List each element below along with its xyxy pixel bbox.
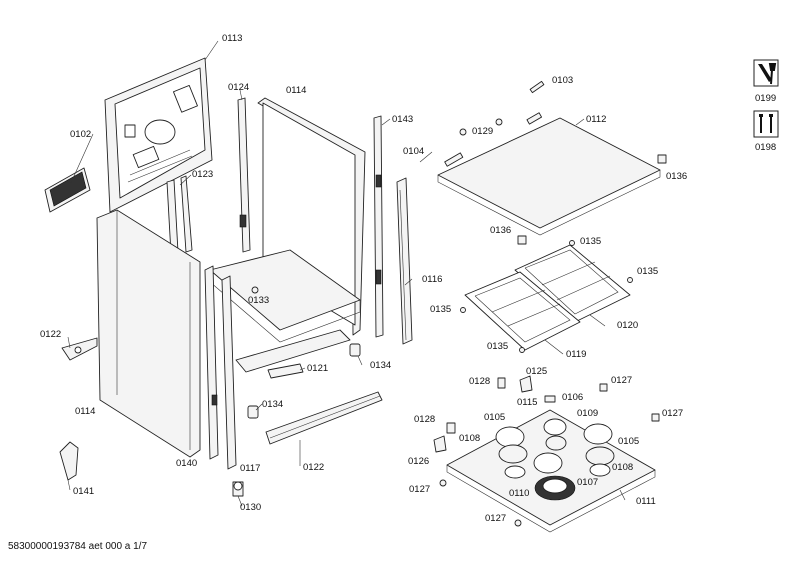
label-0102: 0102 [70, 129, 91, 140]
label-0127-d: 0127 [485, 513, 506, 524]
clip-0136b [517, 235, 527, 245]
side-panel-0114-front [96, 209, 201, 458]
label-0122-left: 0122 [40, 329, 61, 340]
knob-parts [433, 375, 660, 527]
label-0133: 0133 [248, 295, 269, 306]
label-0135-c: 0135 [430, 304, 451, 315]
rail-0121 [267, 363, 304, 379]
label-0199: 0199 [755, 93, 776, 104]
label-0108-b: 0108 [612, 462, 633, 473]
screw-0129a [459, 128, 467, 136]
label-0114-front: 0114 [75, 406, 95, 417]
label-0111: 0111 [636, 496, 656, 507]
label-0135-d: 0135 [487, 341, 508, 352]
hinge-0103 [526, 112, 543, 125]
rail-0123 [166, 175, 193, 255]
part-labels: 0113 0102 0124 0114 0123 0143 0104 0103 … [40, 33, 687, 524]
bracket-0122-right [265, 391, 383, 445]
vent-grille-0102 [44, 167, 91, 213]
label-0128-b: 0128 [414, 414, 435, 425]
label-0124: 0124 [228, 82, 249, 93]
label-0198: 0198 [755, 142, 776, 153]
label-0127-c: 0127 [409, 484, 430, 495]
label-0112: 0112 [586, 114, 606, 125]
top-cover-0112 [437, 117, 661, 236]
label-0135-a: 0135 [580, 236, 601, 247]
hinge-0103b [529, 80, 545, 94]
label-0140: 0140 [176, 458, 197, 469]
label-0104: 0104 [403, 146, 424, 157]
label-0119: 0119 [566, 349, 586, 360]
clip-0136a [657, 154, 667, 164]
side-strip-0116 [396, 177, 413, 345]
document-footer: 58300000193784 aet 000 a 1/7 [8, 541, 148, 552]
label-0105-b: 0105 [618, 436, 639, 447]
label-0136-b: 0136 [490, 225, 511, 236]
label-0129: 0129 [472, 126, 493, 137]
label-0128-a: 0128 [469, 376, 490, 387]
label-0106: 0106 [562, 392, 583, 403]
clip-0134-b [247, 405, 259, 419]
label-0116: 0116 [422, 274, 442, 285]
label-0109: 0109 [577, 408, 598, 419]
label-0127-b: 0127 [662, 408, 683, 419]
screw-0135d [519, 347, 525, 353]
bracket-0141 [59, 441, 79, 481]
label-0105-a: 0105 [484, 412, 505, 423]
label-0136-a: 0136 [666, 171, 687, 182]
front-strips [204, 265, 237, 470]
screws-icon [753, 110, 779, 138]
screw-0129b [495, 118, 503, 126]
label-0114-rear: 0114 [286, 85, 306, 96]
rail-0124 [237, 97, 251, 253]
burners [495, 418, 615, 501]
label-0123: 0123 [192, 169, 213, 180]
wrench-screwdriver-icon [753, 59, 779, 87]
label-0126: 0126 [408, 456, 429, 467]
bracket-0122-left [61, 337, 98, 361]
rear-panel-0113 [104, 57, 213, 213]
side-rail-0143 [373, 115, 384, 338]
hinge-0104 [444, 152, 464, 167]
label-0134-a: 0134 [370, 360, 391, 371]
label-0125: 0125 [526, 366, 547, 377]
label-0117: 0117 [240, 463, 260, 474]
label-0122-right: 0122 [303, 462, 324, 473]
label-0141: 0141 [73, 486, 94, 497]
label-0135-b: 0135 [637, 266, 658, 277]
clip-0134-a [349, 343, 361, 357]
label-0134-b: 0134 [262, 399, 283, 410]
label-0113: 0113 [222, 33, 242, 44]
label-0110: 0110 [509, 488, 529, 499]
label-0108-a: 0108 [459, 433, 480, 444]
label-0143: 0143 [392, 114, 413, 125]
label-0103: 0103 [552, 75, 573, 86]
label-0115: 0115 [517, 397, 537, 408]
screw-0135a [569, 240, 575, 246]
label-0130: 0130 [240, 502, 261, 513]
label-0127-a: 0127 [611, 375, 632, 386]
label-0107: 0107 [577, 477, 598, 488]
screw-0135c [460, 307, 466, 313]
pan-support-0119 [464, 271, 581, 351]
leader-lines [67, 40, 626, 507]
foot-0130 [232, 481, 244, 497]
label-0120: 0120 [617, 320, 638, 331]
screw-0135b [627, 277, 633, 283]
label-0121: 0121 [307, 363, 328, 374]
screw-0133 [251, 286, 259, 294]
